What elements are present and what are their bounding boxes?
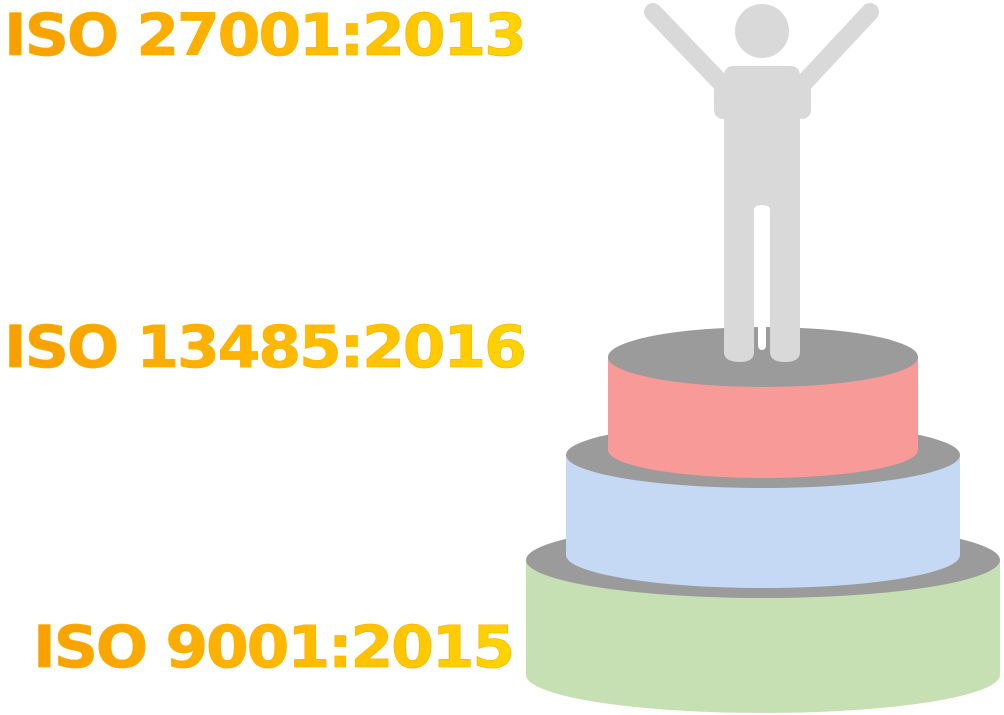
podium-tier-top <box>608 327 918 478</box>
level-label-bottom: ISO 9001:2015 <box>33 613 516 681</box>
level-label-middle: ISO 13485:2016 <box>4 313 527 381</box>
level-label-top: ISO 27001:2013 <box>4 1 527 69</box>
person-arms-raised-icon <box>644 3 879 362</box>
